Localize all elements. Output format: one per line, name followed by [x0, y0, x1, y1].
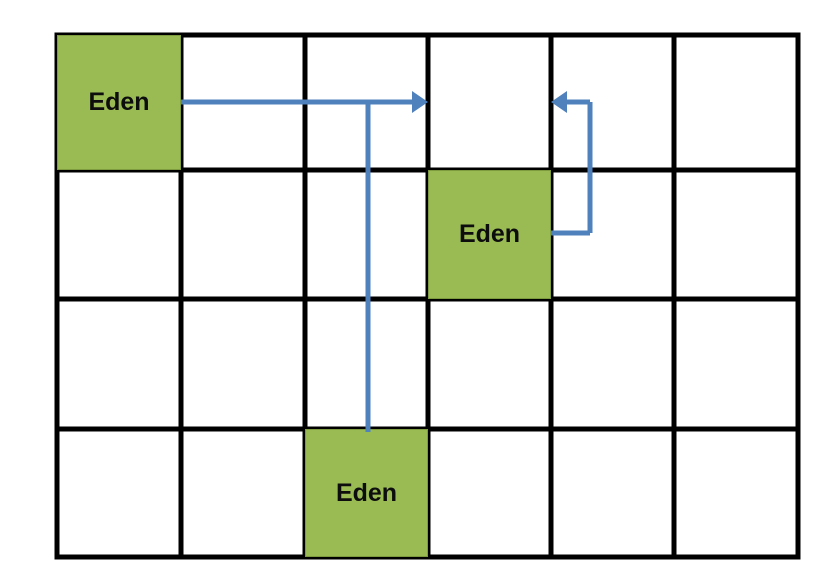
eden-cell-label: Eden [458, 220, 521, 248]
eden-cell[interactable]: Eden [305, 429, 428, 557]
eden-cell[interactable]: Eden [428, 170, 551, 299]
eden-cell[interactable]: Eden [57, 35, 181, 170]
eden-cell-label: Eden [88, 88, 150, 116]
eden-cell-label: Eden [335, 478, 398, 507]
